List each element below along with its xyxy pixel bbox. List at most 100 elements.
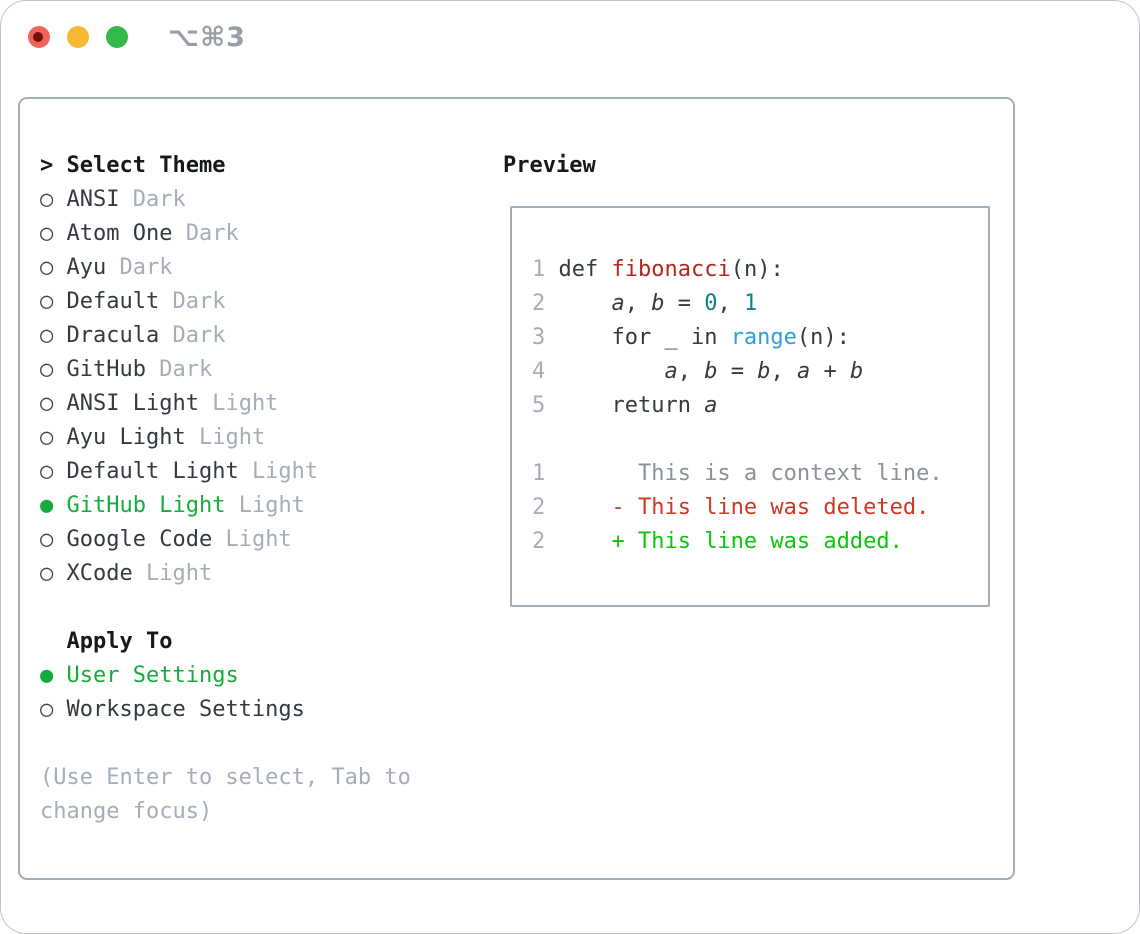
- code-token-context: This is a context line.: [545, 461, 943, 486]
- radio-unselected-icon: ○: [40, 391, 54, 416]
- theme-picker: > Select Theme ○ ANSI Dark○ Atom One Dar…: [40, 149, 411, 829]
- code-token-var: b: [849, 359, 864, 384]
- line-number: 3: [532, 325, 546, 350]
- code-token-fg: ,: [717, 291, 744, 316]
- spacer: [40, 591, 411, 625]
- code-token-fg: (n):: [730, 257, 784, 282]
- code-token-fg: =: [664, 291, 705, 316]
- cursor-icon: >: [40, 153, 54, 178]
- select-theme-title: Select Theme: [66, 153, 226, 178]
- theme-variant: Light: [198, 425, 266, 450]
- theme-option-ansi[interactable]: ○ ANSI Dark: [40, 183, 411, 217]
- spacer: [40, 727, 411, 761]
- code-token-var: a: [664, 359, 678, 384]
- radio-unselected-icon: ○: [40, 697, 54, 722]
- apply-option-label: User Settings: [66, 663, 239, 688]
- main-panel: > Select Theme ○ ANSI Dark○ Atom One Dar…: [18, 97, 1015, 880]
- code-token-fg: [545, 359, 664, 384]
- theme-variant: Dark: [172, 323, 226, 348]
- theme-option-ansi-light[interactable]: ○ ANSI Light Light: [40, 387, 411, 421]
- code-token-num: 1: [743, 291, 758, 316]
- line-number: 4: [532, 359, 546, 384]
- code-token-fg: def: [545, 257, 612, 282]
- code-line: 2 + This line was added.: [532, 525, 978, 559]
- apply-to-header: Apply To: [40, 625, 411, 659]
- radio-unselected-icon: ○: [40, 527, 54, 552]
- code-line: 5 return a: [532, 389, 978, 423]
- code-token-var: b: [757, 359, 771, 384]
- theme-option-ayu[interactable]: ○ Ayu Dark: [40, 251, 411, 285]
- theme-variant: Dark: [185, 221, 239, 246]
- code-token-fg: =: [717, 359, 758, 384]
- theme-name: ANSI Light: [66, 391, 199, 416]
- line-number: 2: [532, 529, 546, 554]
- apply-option-workspace-settings[interactable]: ○ Workspace Settings: [40, 693, 411, 727]
- theme-variant: Light: [212, 391, 279, 416]
- code-token-fg: ,: [677, 359, 705, 384]
- theme-variant: Light: [145, 561, 213, 586]
- apply-option-label: Workspace Settings: [66, 697, 305, 722]
- theme-option-default-light[interactable]: ○ Default Light Light: [40, 455, 411, 489]
- theme-name: Ayu: [66, 255, 107, 280]
- close-dot-icon: [33, 32, 43, 42]
- theme-option-xcode[interactable]: ○ XCode Light: [40, 557, 411, 591]
- hint-text-line-2: change focus): [40, 799, 213, 824]
- theme-name: ANSI: [66, 187, 120, 212]
- zoom-button[interactable]: [106, 26, 128, 48]
- code-token-fg: (n):: [796, 325, 850, 350]
- code-token-fg: for _ in: [545, 325, 731, 350]
- minimize-button[interactable]: [67, 26, 89, 48]
- code-line: 1 This is a context line.: [532, 457, 978, 491]
- theme-variant: Light: [251, 459, 319, 484]
- code-token-var: b: [704, 359, 718, 384]
- theme-name: GitHub Light: [66, 493, 226, 518]
- close-button[interactable]: [28, 26, 50, 48]
- theme-option-atom-one[interactable]: ○ Atom One Dark: [40, 217, 411, 251]
- theme-variant: Dark: [159, 357, 213, 382]
- theme-name: GitHub: [66, 357, 146, 382]
- radio-unselected-icon: ○: [40, 425, 54, 450]
- code-line: 2 - This line was deleted.: [532, 491, 978, 525]
- code-token-var: b: [651, 291, 665, 316]
- line-number: 2: [532, 291, 546, 316]
- theme-name: Ayu Light: [66, 425, 186, 450]
- radio-unselected-icon: ○: [40, 289, 54, 314]
- hint-text-line-1: (Use Enter to select, Tab to: [40, 765, 411, 790]
- line-number: 5: [532, 393, 546, 418]
- radio-unselected-icon: ○: [40, 459, 54, 484]
- code-token-var: a: [611, 291, 625, 316]
- code-line: 4 a, b = b, a + b: [532, 355, 978, 389]
- apply-to-title: Apply To: [66, 629, 173, 654]
- theme-option-dracula[interactable]: ○ Dracula Dark: [40, 319, 411, 353]
- theme-variant: Dark: [119, 255, 173, 280]
- code-line: 3 for _ in range(n):: [532, 321, 978, 355]
- theme-name: Dracula: [66, 323, 160, 348]
- theme-option-ayu-light[interactable]: ○ Ayu Light Light: [40, 421, 411, 455]
- theme-name: Default Light: [66, 459, 239, 484]
- radio-unselected-icon: ○: [40, 323, 54, 348]
- theme-option-github-light[interactable]: ● GitHub Light Light: [40, 489, 411, 523]
- line-number: 1: [532, 257, 546, 282]
- code-token-fg: [545, 291, 611, 316]
- theme-variant: Light: [238, 493, 305, 518]
- theme-variant: Light: [225, 527, 292, 552]
- preview-title: Preview: [503, 153, 596, 178]
- code-line: 1 def fibonacci(n):: [532, 253, 978, 287]
- radio-selected-icon: ●: [40, 663, 54, 688]
- theme-option-github[interactable]: ○ GitHub Dark: [40, 353, 411, 387]
- select-theme-header: > Select Theme: [40, 149, 411, 183]
- radio-selected-icon: ●: [40, 493, 54, 518]
- theme-option-default[interactable]: ○ Default Dark: [40, 285, 411, 319]
- radio-unselected-icon: ○: [40, 357, 54, 382]
- theme-name: XCode: [66, 561, 133, 586]
- line-number: 2: [532, 495, 546, 520]
- radio-unselected-icon: ○: [40, 187, 54, 212]
- code-line: 2 a, b = 0, 1: [532, 287, 978, 321]
- line-number: 1: [532, 461, 546, 486]
- code-token-builtin: range: [730, 325, 797, 350]
- apply-option-user-settings[interactable]: ● User Settings: [40, 659, 411, 693]
- theme-option-google-code[interactable]: ○ Google Code Light: [40, 523, 411, 557]
- title-bar: ⌥⌘3: [0, 0, 1140, 75]
